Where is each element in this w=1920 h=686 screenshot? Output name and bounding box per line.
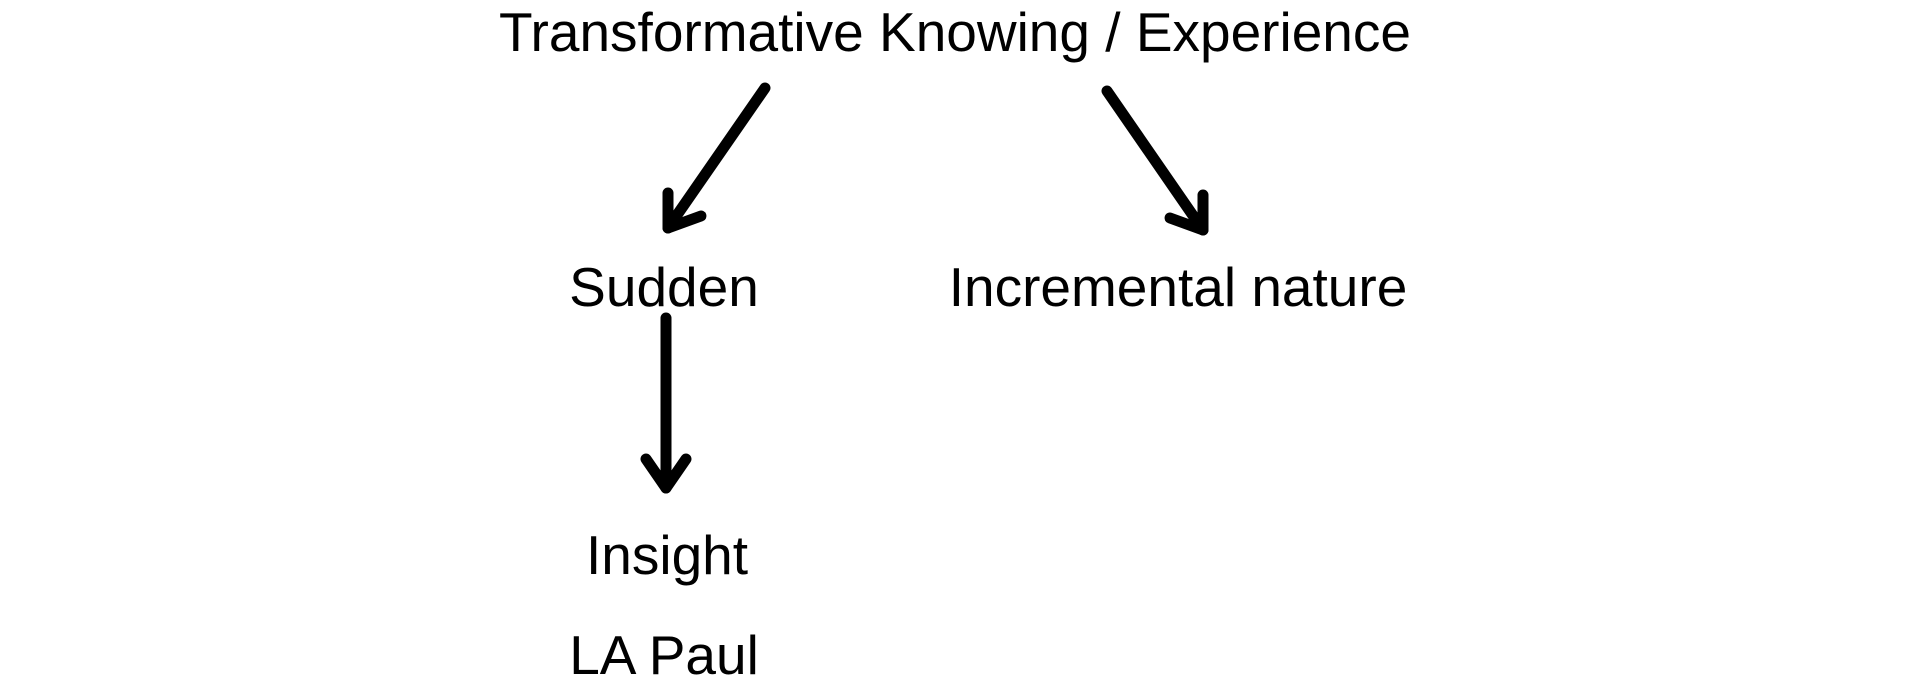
arrow-root-to-incremental [1101,85,1209,236]
node-insight: Insight [585,524,749,586]
arrow-root-to-sudden [662,82,771,234]
node-la-paul: LA Paul [569,624,759,686]
node-transformative-knowing-experience: Transformative Knowing / Experience [499,1,1411,63]
arrow-sudden-to-insight [640,312,692,494]
node-sudden: Sudden [569,256,759,318]
node-incremental-nature: Incremental nature [948,256,1408,318]
